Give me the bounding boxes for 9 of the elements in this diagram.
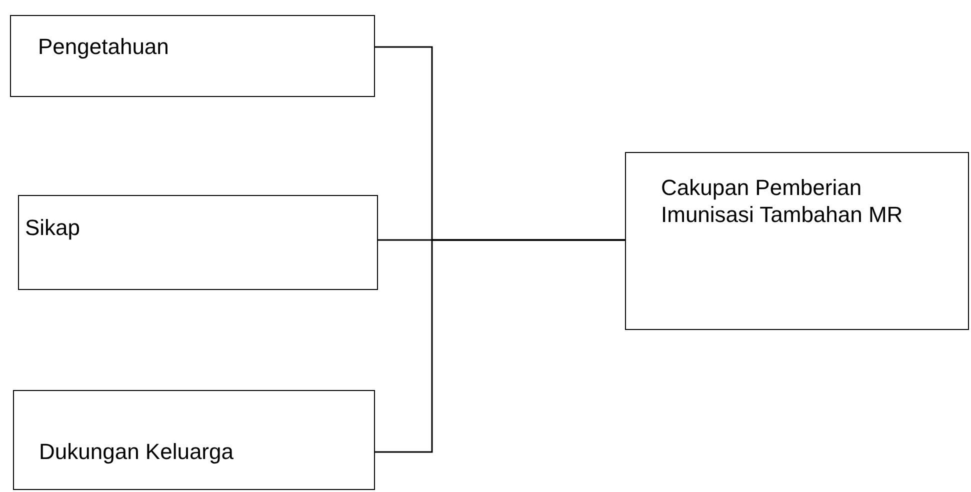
factor-box — [13, 390, 375, 490]
box-label: Dukungan Keluarga — [39, 438, 234, 465]
box-label: Sikap — [25, 214, 82, 241]
box-label: Cakupan Pemberian Imunisasi Tambahan MR — [661, 174, 904, 228]
factor-box — [10, 15, 375, 97]
factor-box — [18, 195, 378, 290]
connector-line — [375, 239, 625, 453]
factor-box — [625, 152, 969, 330]
box-label: Pengetahuan — [38, 33, 170, 60]
